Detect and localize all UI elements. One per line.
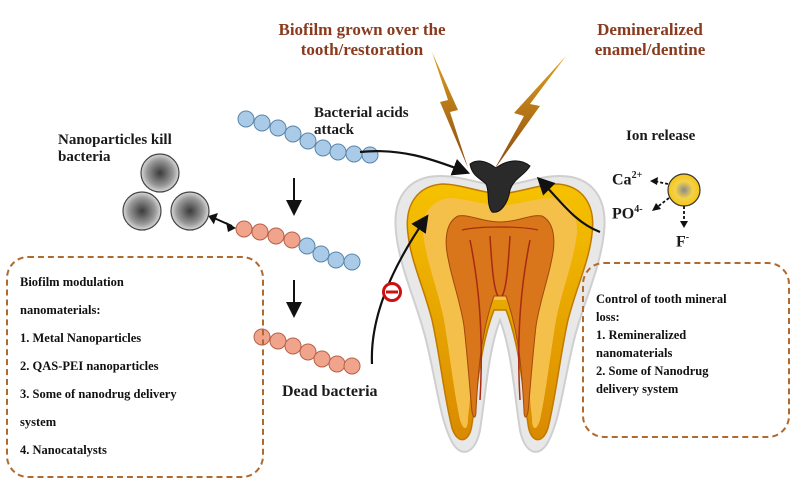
fluoride-symbol: F: [676, 233, 686, 251]
label-calcium-ion: Ca2+: [612, 170, 642, 190]
biofilm-modulation-list: Biofilm modulation nanomaterials: 1. Met…: [20, 268, 252, 464]
phosphate-charge: 4-: [634, 204, 643, 215]
tooth-illustration: [394, 160, 606, 453]
calcium-symbol: Ca: [612, 171, 632, 189]
title-biofilm: Biofilm grown over the tooth/restoration: [278, 20, 446, 59]
right-box-item-1b: nanomaterials: [596, 346, 673, 360]
nanoparticle-cluster: [122, 153, 210, 231]
right-box-item-2b: delivery system: [596, 382, 679, 396]
left-box-item-2: 2. QAS-PEI nanoparticles: [20, 359, 159, 373]
fluoride-charge: -: [685, 232, 690, 243]
ion-particle-icon: [667, 173, 701, 207]
title-demineralized: Demineralized enamel/dentine: [594, 20, 706, 59]
tooth-mineral-loss-list: Control of tooth mineral loss: 1. Remine…: [596, 290, 780, 398]
calcium-charge: 2+: [631, 170, 643, 181]
left-box-item-3a: 3. Some of nanodrug delivery: [20, 387, 177, 401]
label-dead-bacteria: Dead bacteria: [282, 383, 378, 400]
right-box-item-1a: 1. Remineralized: [596, 328, 687, 342]
lightning-bolt-left-icon: [432, 52, 468, 168]
ion-release-arrow: [536, 176, 601, 234]
phosphate-symbol: PO: [612, 205, 635, 223]
biofilm-modulation-box: [6, 256, 264, 478]
left-box-item-3b: system: [20, 415, 57, 429]
bacteria-chain-middle: [235, 220, 361, 271]
label-bacterial-acids: Bacterial acids attack: [314, 105, 409, 139]
inhibit-icon: [382, 282, 402, 302]
left-box-item-1: 1. Metal Nanoparticles: [20, 331, 142, 345]
left-box-heading-2: nanomaterials:: [20, 303, 101, 317]
tooth-mineral-loss-box: [582, 262, 790, 438]
label-fluoride-ion: F-: [676, 232, 689, 252]
left-box-item-4: 4. Nanocatalysts: [20, 443, 107, 457]
right-box-heading-1: Control of tooth mineral: [596, 292, 727, 306]
label-ion-release: Ion release: [626, 128, 696, 144]
right-box-item-2a: 2. Some of Nanodrug: [596, 364, 709, 378]
label-nanoparticles-kill: Nanoparticles kill bacteria: [58, 132, 172, 166]
left-box-heading-1: Biofilm modulation: [20, 275, 124, 289]
ion-arrows: [650, 177, 688, 228]
label-phosphate-ion: PO4-: [612, 204, 643, 224]
acid-attack-arrow: [359, 150, 471, 176]
right-box-heading-2: loss:: [596, 310, 620, 324]
kill-interaction-arrow: [208, 213, 236, 232]
bacteria-chain-bottom: [253, 328, 361, 375]
lightning-bolt-right-icon: [494, 56, 566, 170]
